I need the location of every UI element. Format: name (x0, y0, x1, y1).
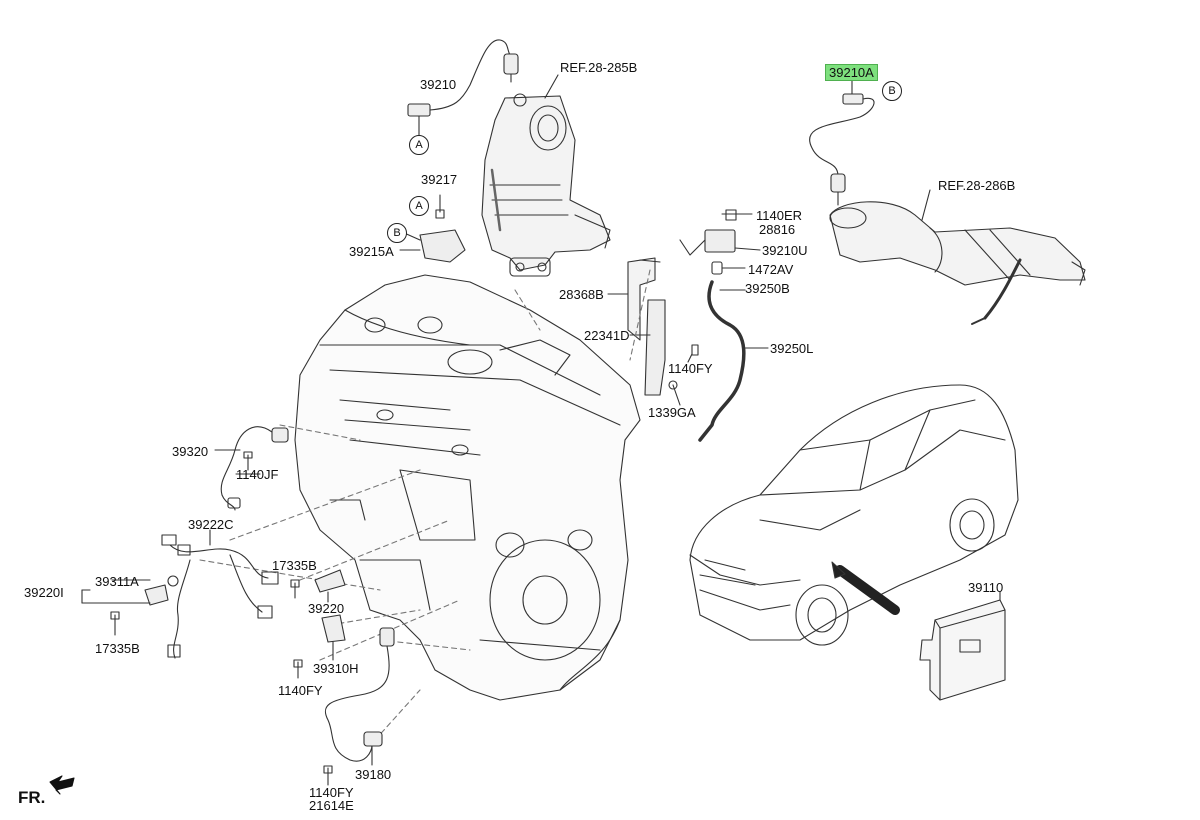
label-1140fy-mid: 1140FY (278, 683, 323, 698)
front-arrow-icon (49, 775, 75, 795)
label-39110: 39110 (968, 580, 1004, 595)
label-39180: 39180 (355, 767, 392, 782)
label-17335b-left: 17335B (95, 641, 140, 656)
knock-sensor-39320 (214, 426, 289, 511)
label-28816: 28816 (759, 222, 796, 237)
label-39222c: 39222C (188, 517, 234, 532)
differential-pressure-sensor (607, 209, 769, 442)
label-21614e: 21614E (309, 798, 354, 813)
label-1140jf: 1140JF (236, 467, 279, 482)
label-39310h: 39310H (313, 661, 359, 676)
label-17335b-right: 17335B (272, 558, 317, 573)
label-28368b: 28368B (559, 287, 604, 302)
label-39210: 39210 (420, 77, 457, 92)
catalytic-converter-286b (829, 201, 1086, 325)
sensor-39180 (323, 627, 395, 786)
oxygen-sensor-39210a (809, 79, 875, 206)
label-39217: 39217 (421, 172, 458, 187)
engine-assembly (294, 274, 641, 701)
label-39220i: 39220I (24, 585, 64, 600)
callout-b-bracket: B (387, 223, 407, 243)
label-39250l: 39250L (770, 341, 814, 356)
label-39215a: 39215A (349, 244, 394, 259)
label-1140fy-top: 1140FY (668, 361, 713, 376)
vehicle-illustration (689, 384, 1019, 646)
crank-sensor-39310h (293, 614, 346, 679)
label-39250b: 39250B (745, 281, 790, 296)
bracket-39215a (399, 194, 466, 263)
callout-b-sensor: B (882, 81, 902, 101)
callout-a-bracket: A (409, 196, 429, 216)
ecu-39110 (919, 591, 1006, 701)
label-39311a: 39311A (95, 574, 139, 589)
callout-a-top: A (409, 135, 429, 155)
oxygen-sensor-39210 (407, 39, 519, 136)
front-direction-label: FR. (18, 788, 46, 807)
label-ref-28-285b: REF.28-285B (560, 60, 638, 75)
label-1472av: 1472AV (748, 262, 794, 277)
label-1140fy-bottom: 1140FY (309, 785, 354, 800)
label-ref-28-286b: REF.28-286B (938, 178, 1016, 193)
catalytic-converter-285b (481, 93, 611, 277)
label-39210u: 39210U (762, 243, 808, 258)
label-39220: 39220 (308, 601, 345, 616)
label-22341d: 22341D (584, 328, 630, 343)
label-39210a[interactable]: 39210A (825, 64, 878, 81)
label-1339ga: 1339GA (648, 405, 696, 420)
wiring-harness-39222c (81, 529, 279, 659)
label-39320: 39320 (172, 444, 209, 459)
cam-sensor-39220 (290, 569, 346, 603)
label-1140er: 1140ER (756, 208, 803, 223)
